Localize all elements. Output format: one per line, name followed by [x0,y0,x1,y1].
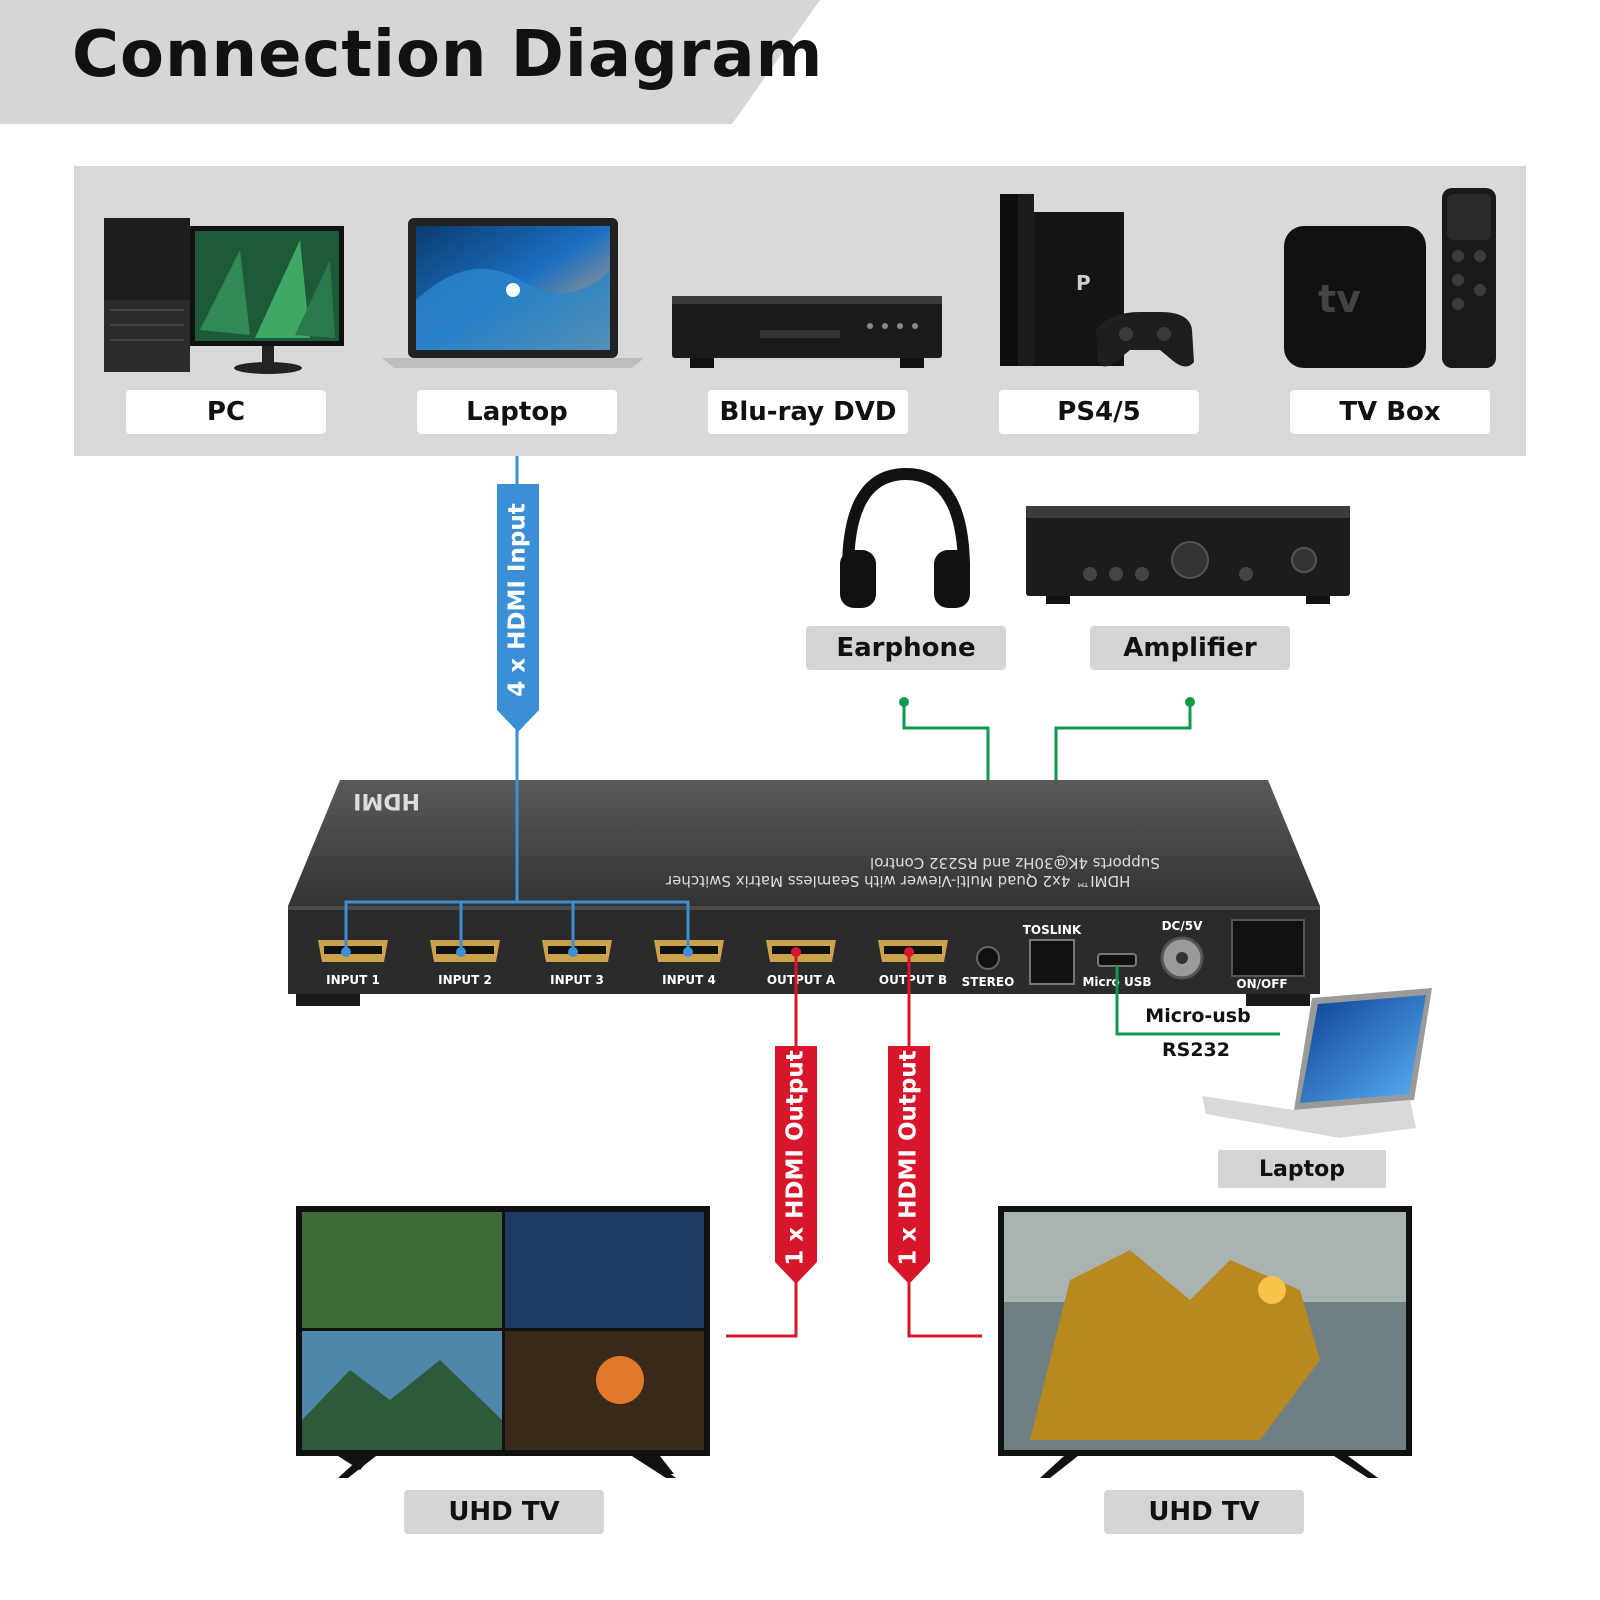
tv-box-icon: tv [1284,188,1496,368]
port-label: ON/OFF [1236,977,1287,991]
output-a-banner-label: 1 x HDMI Output [783,1050,809,1265]
source-label-ps: PS4/5 [999,390,1199,434]
control-connection-line: Micro-usb RS232 [1115,966,1280,1061]
audio-label-earphone: Earphone [806,626,1006,670]
page-title: Connection Diagram [72,18,824,92]
port-label: INPUT 1 [326,973,380,987]
source-label-laptop: Laptop [417,390,617,434]
laptop-icon [382,218,644,368]
amplifier-icon [1026,506,1350,604]
hdmi-port-input-1 [318,940,388,962]
port-label: STEREO [962,975,1015,989]
port-label: INPUT 2 [438,973,492,987]
port-label: INPUT 4 [662,973,716,987]
display-label-a: UHD TV [404,1490,604,1534]
output-a-banner: 1 x HDMI Output [775,1046,817,1284]
title-banner [0,0,820,124]
bluray-player-icon [672,296,942,368]
port-label: OUTPUT A [767,973,836,987]
output-b-banner: 1 x HDMI Output [888,1046,930,1284]
micro-usb-port [1097,953,1137,967]
source-label-tvbox: TV Box [1290,390,1490,434]
control-label-line1: Micro-usb [1145,1005,1250,1027]
control-device-label: Laptop [1218,1150,1386,1188]
tv-icon [296,1206,710,1478]
hdmi-port-output-a [766,940,836,962]
tv-icon [998,1206,1412,1478]
device-top-text-line1: HDMI™ 4x2 Quad Multi-Viewer with Seamles… [665,872,1130,890]
hdmi-logo: HDMI [353,788,420,813]
device-top-text-line2: Supports 4K@30Hz and RS232 Control [870,854,1160,872]
control-label-line2: RS232 [1162,1039,1230,1061]
output-connection-lines [726,947,982,1338]
svg-text:tv: tv [1318,277,1361,321]
port-label: TOSLINK [1023,923,1082,937]
toslink-port [1029,939,1075,985]
port-label: DC/5V [1162,919,1204,933]
audio-label-amplifier: Amplifier [1090,626,1290,670]
source-label-bluray: Blu-ray DVD [708,390,908,434]
input-banner: 4 x HDMI Input [497,484,539,732]
display-label-b: UHD TV [1104,1490,1304,1534]
game-console-icon: P [1000,194,1194,367]
headphones-icon [840,467,970,608]
source-label-pc: PC [126,390,326,434]
laptop-icon [1202,988,1432,1138]
stereo-jack [976,946,1000,970]
svg-text:P: P [1076,271,1091,295]
desktop-pc-icon [104,218,344,374]
port-label: OUTPUT B [879,973,947,987]
power-switch [1231,919,1305,977]
port-label: INPUT 3 [550,973,604,987]
output-b-banner-label: 1 x HDMI Output [896,1050,922,1265]
input-banner-label: 4 x HDMI Input [505,503,531,696]
